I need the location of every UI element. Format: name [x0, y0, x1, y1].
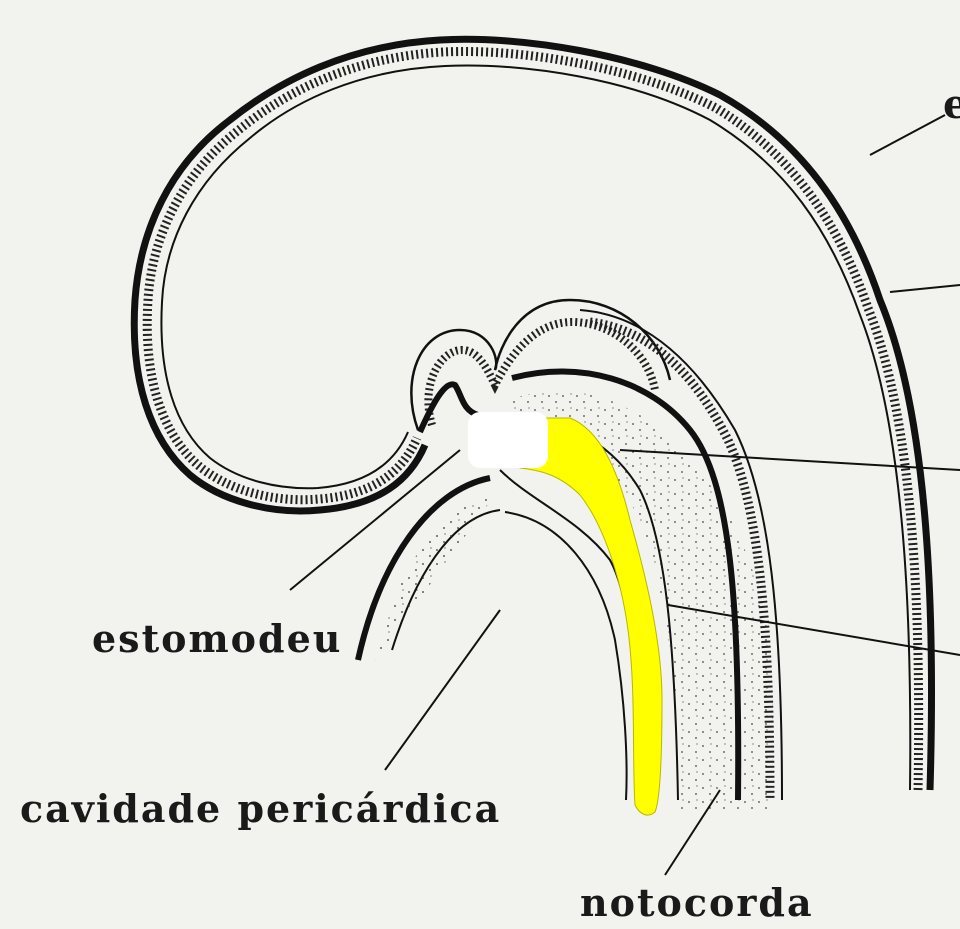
label-notochord: notocorda [580, 880, 814, 925]
white-mask [468, 412, 548, 468]
label-stomodeum: estomodeu [92, 616, 342, 661]
label-top-right-partial: e [943, 81, 960, 128]
label-pericardial-cavity: cavidade pericárdica [20, 786, 501, 831]
